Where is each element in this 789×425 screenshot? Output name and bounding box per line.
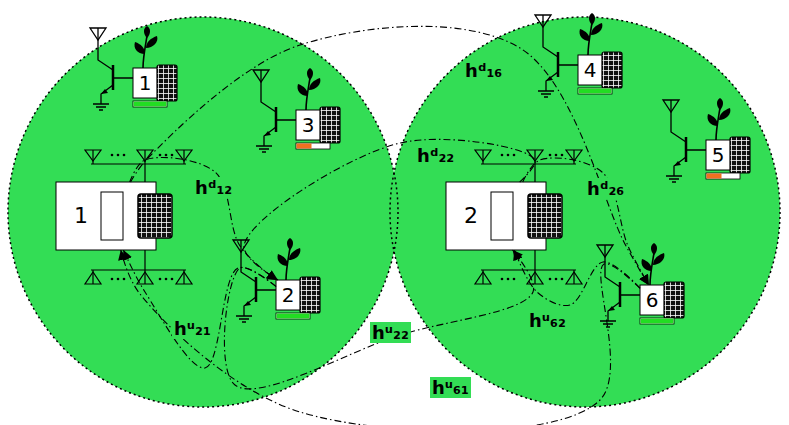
user-device-symbol [535,13,622,97]
battery-level [134,102,167,107]
battery-level [297,144,312,149]
base-station-box: 2 [446,182,546,250]
channel-arrow [131,26,649,285]
user-device-box: 1 [133,68,167,98]
user-device-symbol [663,98,750,182]
user-device-symbol [253,68,340,152]
device-number: 4 [584,59,597,81]
user-device-box: 4 [578,55,612,85]
channel-label-box: hᵈ₂₂ [415,145,456,166]
base-station-symbol [446,150,582,284]
user-device-box: 6 [640,285,674,315]
channel-label: hᵘ₂₂ [372,322,409,343]
battery-level [277,314,310,319]
battery-level [579,89,612,94]
channel-arrow [224,250,533,389]
channel-arrow [123,250,276,368]
channel-label: hᵘ₆₁ [432,377,469,398]
channel-arrow [244,139,535,280]
cell-border [8,17,398,407]
cell-area [8,17,398,407]
station-number: 1 [74,204,88,228]
channel-label-box: hᵘ₂₁ [172,318,213,339]
battery-level [641,319,674,324]
channel-label-box: hᵘ₂₂ [370,322,411,343]
user-device-symbol [90,26,177,110]
user-device-symbol [233,238,320,322]
channel-arrow [523,158,649,285]
channel-label: hᵈ₁₆ [465,60,502,81]
channel-arrow [514,250,640,306]
channel-label: hᵈ₂₆ [587,178,624,199]
channel-label-box: hᵘ₆₂ [527,310,568,331]
channel-label-box: hᵘ₆₁ [430,377,471,398]
device-number: 5 [712,144,725,166]
cell-border [390,17,780,407]
channel-label-box: hᵈ₁₂ [193,177,234,198]
base-station-symbol [56,150,192,284]
cell-area [390,17,780,407]
device-number: 6 [646,289,659,311]
user-device-box: 3 [296,110,330,140]
channel-label-box: hᵈ₂₆ [585,178,626,199]
channel-label: hᵘ₆₂ [529,310,566,331]
channel-arrow [130,157,277,280]
user-device-box: 5 [706,140,740,170]
user-device-symbol [597,243,684,327]
channel-label: hᵈ₁₂ [195,177,232,198]
channel-arrow [121,250,640,425]
station-number: 2 [464,204,478,228]
channel-label: hᵈ₂₂ [417,145,454,166]
channel-label: hᵘ₂₁ [174,318,211,339]
device-number: 2 [282,284,295,306]
battery-level [707,174,722,179]
device-number: 1 [139,72,152,94]
base-station-box: 1 [56,182,156,250]
channel-label-box: hᵈ₁₆ [463,60,504,81]
user-device-box: 2 [276,280,310,310]
device-number: 3 [302,114,315,136]
